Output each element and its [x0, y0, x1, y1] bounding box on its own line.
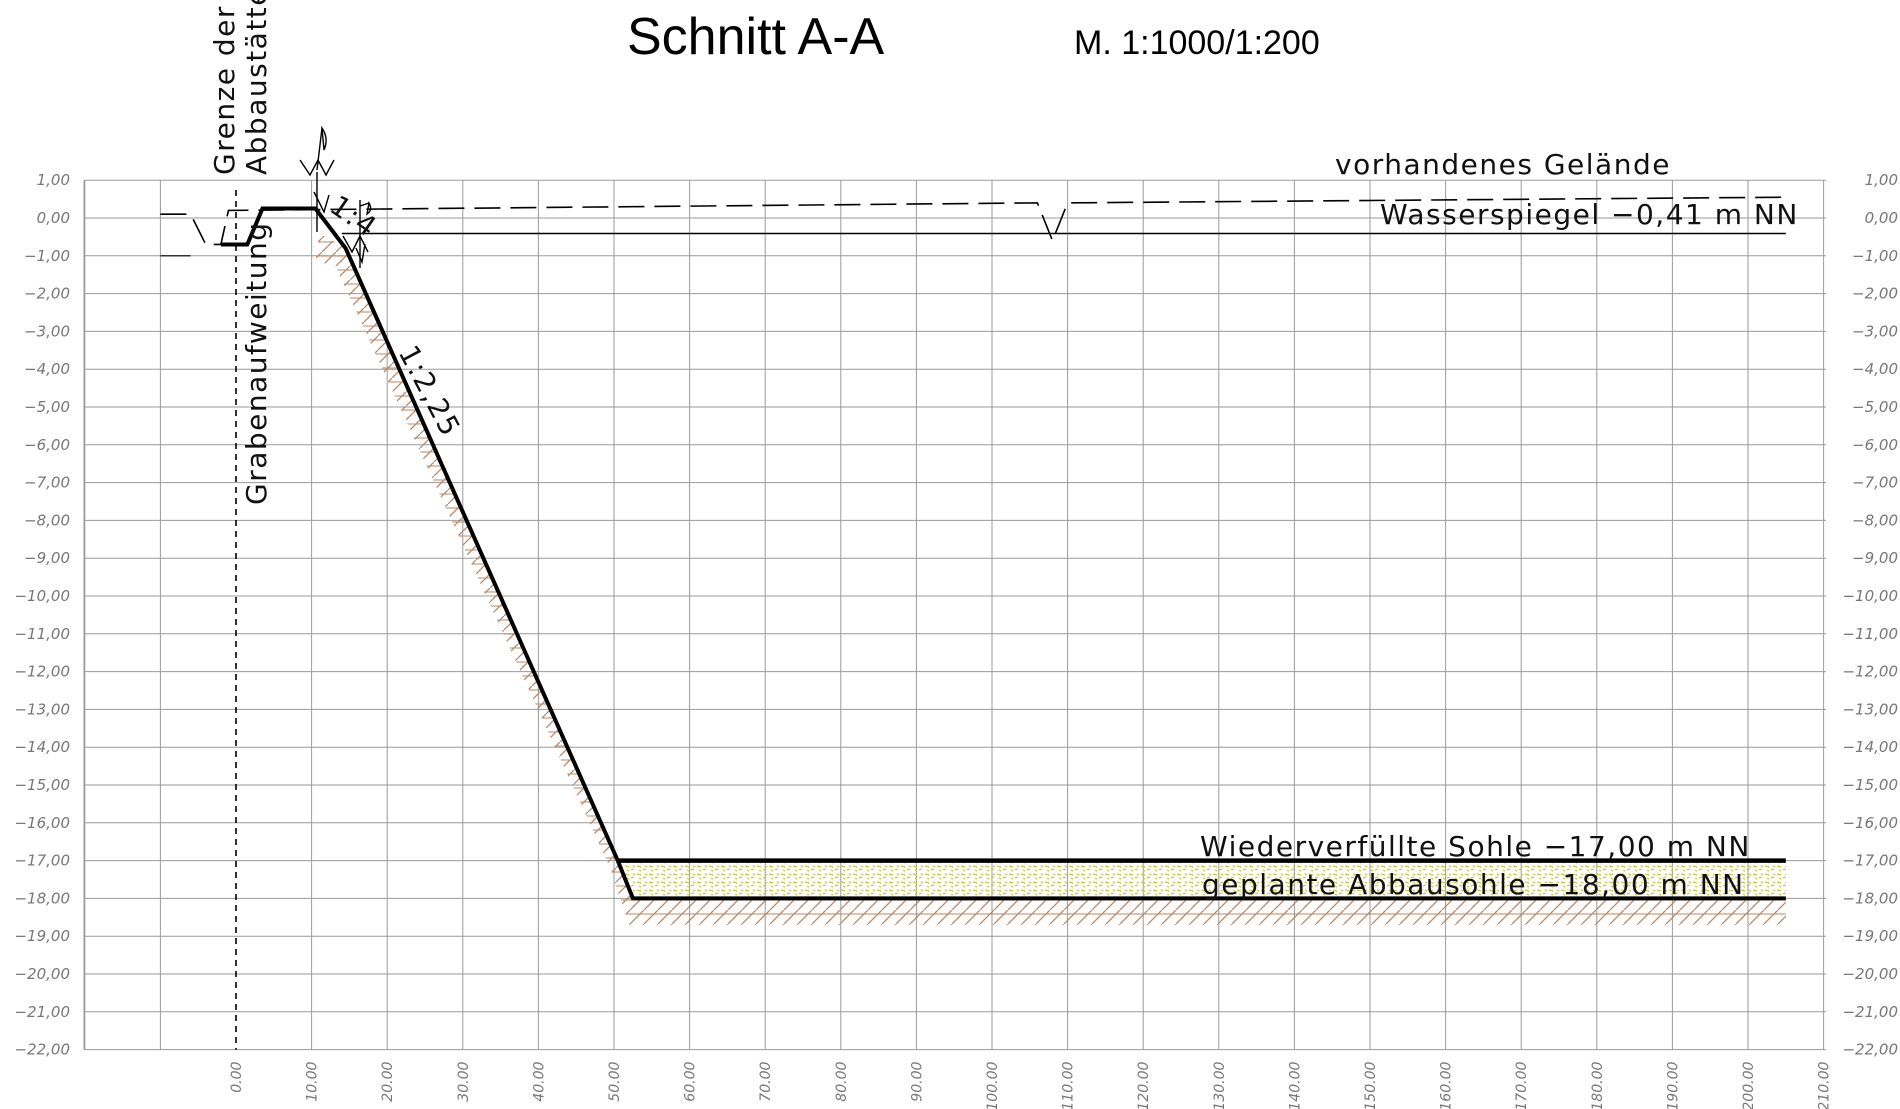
y-tick-label: −15,00	[14, 776, 70, 794]
y-tick-label: 0,00	[1865, 209, 1898, 227]
x-tick-label: 130.00	[1212, 1062, 1228, 1109]
x-tick-label: 100.00	[985, 1062, 1001, 1109]
x-tick-label: 180.00	[1590, 1062, 1606, 1109]
x-tick-label: 0.00	[229, 1062, 245, 1093]
slope-small-label: 1:4	[324, 189, 384, 244]
section-title: Schnitt A-A	[627, 8, 885, 66]
y-tick-label: −22,00	[14, 1041, 70, 1059]
existing-terrain-line	[160, 196, 1786, 246]
y-tick-label: −3,00	[1852, 322, 1898, 340]
y-tick-label: −15,00	[1842, 776, 1898, 794]
soil-hatch-area	[315, 233, 1786, 925]
y-tick-label: −21,00	[14, 1003, 70, 1021]
boundary-label-line1: Grenze der	[208, 5, 241, 175]
y-tick-label: 0,00	[37, 209, 70, 227]
y-tick-label: −16,00	[14, 814, 70, 832]
profile-lines	[160, 196, 1786, 901]
y-tick-label: −1,00	[24, 247, 70, 265]
y-tick-label: −4,00	[1852, 360, 1898, 378]
y-tick-label: −6,00	[1852, 436, 1898, 454]
x-tick-label: 20.00	[380, 1062, 396, 1102]
x-tick-label: 160.00	[1439, 1062, 1455, 1109]
y-tick-label: −2,00	[24, 285, 70, 303]
y-tick-label: 1,00	[37, 171, 70, 189]
y-tick-label: −11,00	[1842, 625, 1898, 643]
scale-label: M. 1:1000/1:200	[1074, 24, 1320, 62]
y-tick-label: −3,00	[24, 322, 70, 340]
x-axis-labels: 0.00 10.00 20.00 30.00 40.00 50.00 60.00 70.00 8…	[229, 1062, 1833, 1109]
y-tick-label: −7,00	[24, 474, 70, 492]
y-tick-label: −8,00	[24, 511, 70, 529]
x-tick-label: 60.00	[683, 1062, 699, 1102]
y-tick-label: 1,00	[1865, 171, 1898, 189]
y-tick-label: −20,00	[1842, 965, 1898, 983]
y-tick-label: −14,00	[1842, 738, 1898, 756]
refilled-floor-label: Wiederverfüllte Sohle −17,00 m NN	[1200, 830, 1751, 863]
x-tick-label: 30.00	[456, 1062, 472, 1102]
y-tick-label: −12,00	[1842, 663, 1898, 681]
y-tick-label: −17,00	[1842, 852, 1898, 870]
boundary-label-line2: Abbaustätte	[240, 0, 273, 175]
trench-widening-label: Grabenaufweitung	[240, 221, 273, 505]
y-axis-labels-right: 1,00 0,00 −1,00 −2,00 −3,00 −4,00 −5,00 −6,00 −7…	[1842, 171, 1898, 1058]
y-tick-label: −8,00	[1852, 511, 1898, 529]
x-tick-label: 90.00	[909, 1062, 925, 1102]
y-tick-label: −6,00	[24, 436, 70, 454]
x-tick-label: 170.00	[1514, 1062, 1530, 1109]
soil-hatching	[315, 233, 1786, 925]
x-tick-label: 80.00	[834, 1062, 850, 1102]
y-tick-label: −21,00	[1842, 1003, 1898, 1021]
y-tick-label: −5,00	[24, 398, 70, 416]
water-level-label: Wasserspiegel −0,41 m NN	[1380, 198, 1799, 231]
y-tick-label: −13,00	[14, 700, 70, 718]
y-tick-label: −17,00	[14, 852, 70, 870]
y-tick-label: −22,00	[1842, 1041, 1898, 1059]
x-tick-label: 40.00	[531, 1062, 547, 1102]
x-tick-label: 200.00	[1741, 1062, 1757, 1109]
y-tick-label: −4,00	[24, 360, 70, 378]
y-tick-label: −18,00	[1842, 889, 1898, 907]
design-profile-line	[220, 206, 1786, 901]
y-tick-label: −9,00	[1852, 549, 1898, 567]
x-tick-label: 50.00	[607, 1062, 623, 1102]
y-tick-label: −10,00	[14, 587, 70, 605]
y-tick-label: −14,00	[14, 738, 70, 756]
y-tick-label: −19,00	[1842, 927, 1898, 945]
y-axis-labels-left: 1,00 0,00 −1,00 −2,00 −3,00 −4,00 −5,00 −6,00 −7…	[14, 171, 70, 1058]
y-tick-label: −20,00	[14, 965, 70, 983]
y-tick-label: −7,00	[1852, 474, 1898, 492]
y-tick-label: −19,00	[14, 927, 70, 945]
vegetation-symbol	[299, 125, 335, 232]
terrain-label: vorhandenes Gelände	[1335, 148, 1671, 181]
x-tick-label: 150.00	[1363, 1062, 1379, 1109]
x-tick-label: 140.00	[1287, 1062, 1303, 1109]
y-tick-label: −1,00	[1852, 247, 1898, 265]
y-tick-label: −2,00	[1852, 285, 1898, 303]
planned-floor-label: geplante Abbausohle −18,00 m NN	[1202, 868, 1745, 901]
x-tick-label: 120.00	[1136, 1062, 1152, 1109]
y-tick-label: −13,00	[1842, 700, 1898, 718]
x-tick-label: 110.00	[1061, 1062, 1077, 1109]
y-tick-label: −11,00	[14, 625, 70, 643]
x-tick-label: 190.00	[1665, 1062, 1681, 1109]
y-tick-label: −12,00	[14, 663, 70, 681]
refill-layer	[617, 860, 1786, 899]
x-tick-label: 210.00	[1817, 1062, 1833, 1109]
x-tick-label: 70.00	[758, 1062, 774, 1102]
vegetation-symbol	[342, 200, 372, 268]
y-tick-label: −18,00	[14, 889, 70, 907]
y-tick-label: −5,00	[1852, 398, 1898, 416]
y-tick-label: −9,00	[24, 549, 70, 567]
y-tick-label: −10,00	[1842, 587, 1898, 605]
y-tick-label: −16,00	[1842, 814, 1898, 832]
x-tick-label: 10.00	[305, 1062, 321, 1102]
